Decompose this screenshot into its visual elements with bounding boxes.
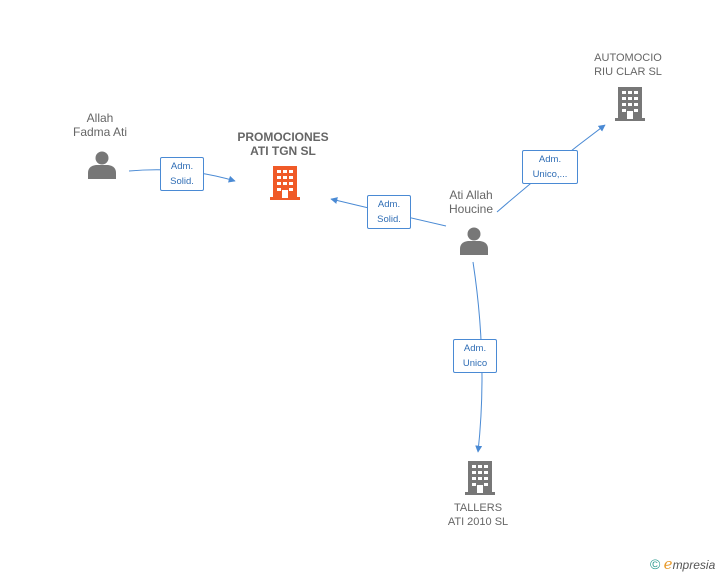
node-label-line: Fadma Ati [72,125,128,139]
edge-label-line: Unico,... [532,169,568,180]
node-label-tallers-ati-2010[interactable]: TALLERS ATI 2010 SL [408,501,548,529]
edge-label-line: Solid. [377,214,401,225]
edge-label-adm-solid[interactable]: Adm. Solid. [160,157,204,191]
brand-name: mpresia [672,558,716,572]
node-label-line: ATI 2010 SL [447,516,509,528]
person-icon[interactable] [460,227,488,256]
edge-label-line: Adm. [463,343,487,354]
node-label-promociones-ati-tgn[interactable]: PROMOCIONES ATI TGN SL [213,130,353,158]
edge-label-line: Unico [462,358,488,369]
edge-label-adm-unico[interactable]: Adm. Unico,... [522,150,578,184]
node-label-line: PROMOCIONES [237,130,329,144]
node-label-ati-allah-houcine[interactable]: Ati Allah Houcine [401,188,541,216]
edge-label-adm-unico[interactable]: Adm. Unico [453,339,497,373]
node-label-automocio-riu-clar[interactable]: AUTOMOCIO RIU CLAR SL [558,51,698,79]
node-label-line: Allah [86,111,114,125]
building-icon[interactable] [465,461,495,495]
node-label-allah-fadma-ati[interactable]: Allah Fadma Ati [30,111,170,139]
brand-initial: e [663,555,673,573]
edge-label-line: Adm. [377,199,401,210]
node-label-line: ATI TGN SL [250,144,316,158]
node-label-line: RIU CLAR SL [594,66,662,78]
person-icon[interactable] [88,151,116,180]
edge-label-adm-solid[interactable]: Adm. Solid. [367,195,411,229]
edge-label-line: Adm. [538,154,562,165]
node-label-line: Ati Allah [449,188,493,202]
edge-label-line: Adm. [170,161,194,172]
copyright-icon: © [650,556,661,572]
node-label-line: TALLERS [453,502,503,514]
node-label-line: AUTOMOCIO [594,52,662,64]
brand-logo: © empresia [650,555,715,573]
building-icon[interactable] [615,87,645,121]
building-icon[interactable] [270,166,300,200]
edge-label-line: Solid. [170,176,194,187]
node-label-line: Houcine [448,202,494,216]
